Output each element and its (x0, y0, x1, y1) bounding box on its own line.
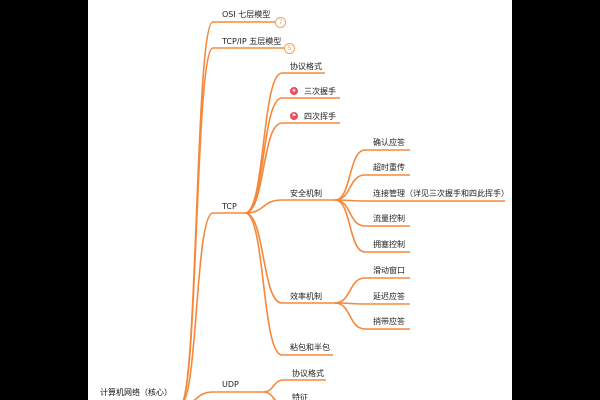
connector-line (334, 277, 410, 304)
connector-line (334, 174, 410, 201)
connector-line (334, 149, 410, 201)
root-node[interactable]: 计算机网络（核心） (100, 388, 172, 398)
node-conn-mgmt[interactable]: 连接管理（详见三次握手和四此挥手） (373, 189, 509, 198)
connector-line (244, 212, 333, 356)
node-window[interactable]: 滑动窗口 (373, 266, 405, 275)
connector-line (244, 97, 340, 214)
connector-line (244, 212, 335, 304)
connector-line (334, 199, 505, 202)
node-osi[interactable]: OSI 七层模型 (222, 10, 271, 19)
node-handshake[interactable]: 三次握手 (304, 87, 336, 96)
node-sticky[interactable]: 粘包和半包 (290, 343, 330, 352)
node-wave[interactable]: 四次挥手 (304, 112, 336, 121)
mindmap-canvas: OSI 七层模型 7 TCP/IP 五层模型 5 TCP UDP 协议格式 ★ … (88, 0, 512, 400)
node-efficiency[interactable]: 效率机制 (290, 292, 322, 301)
star-icon: ★ (290, 87, 298, 95)
connector-line (182, 47, 292, 400)
node-udp-format[interactable]: 协议格式 (292, 369, 324, 378)
mindmap-connectors (182, 21, 505, 400)
collapse-count-badge[interactable]: 7 (275, 17, 286, 28)
node-piggyback[interactable]: 捎带应答 (373, 317, 405, 326)
connector-line (334, 199, 410, 253)
node-tcp-format[interactable]: 协议格式 (290, 62, 322, 71)
connector-line (334, 302, 410, 305)
node-safety[interactable]: 安全机制 (290, 189, 322, 198)
node-congestion[interactable]: 拥塞控制 (373, 240, 405, 249)
connector-line (262, 391, 277, 400)
connector-line (183, 212, 245, 400)
node-ack[interactable]: 确认应答 (373, 138, 405, 147)
collapse-count-badge[interactable]: 5 (284, 43, 295, 54)
node-retransmit[interactable]: 超时重传 (373, 163, 405, 172)
connector-line (244, 199, 335, 214)
connector-line (334, 302, 410, 330)
flag-icon: ⚑ (290, 112, 298, 120)
connector-line (244, 122, 340, 214)
node-delay-ack[interactable]: 延迟应答 (373, 292, 405, 301)
connector-line (193, 391, 263, 400)
node-udp[interactable]: UDP (222, 380, 239, 389)
node-flow[interactable]: 流量控制 (373, 214, 405, 223)
connector-line (262, 379, 326, 393)
node-udp-feature[interactable]: 特征 (292, 393, 308, 400)
node-tcpip[interactable]: TCP/IP 五层模型 (222, 37, 282, 46)
node-tcp[interactable]: TCP (222, 202, 237, 211)
